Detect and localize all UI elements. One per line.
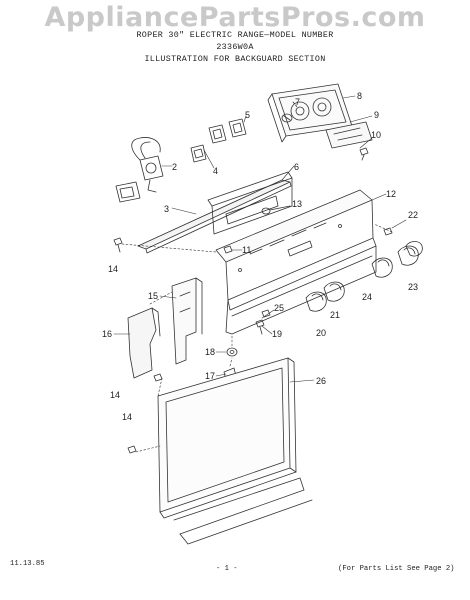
callout-6: 6 (294, 162, 299, 172)
callout-10: 10 (371, 130, 381, 140)
part-20-knob (305, 291, 327, 312)
part-4-switch (190, 144, 207, 163)
part-5-switches (208, 118, 247, 144)
part-16-end-cap (127, 307, 161, 379)
part-10-screw (359, 147, 369, 161)
part-22-screw (383, 227, 393, 236)
callout-7: 7 (295, 97, 300, 107)
part-24-knob (371, 257, 393, 278)
part-25-screw (261, 309, 271, 318)
callout-14-top: 14 (108, 264, 118, 274)
title-line-1: ROPER 30" ELECTRIC RANGE—MODEL NUMBER (136, 30, 334, 40)
part-19-screw (255, 319, 265, 335)
part-18-grommet (226, 347, 238, 357)
callout-16: 16 (102, 329, 112, 339)
part-13-clip (261, 205, 291, 215)
callout-18: 18 (205, 347, 215, 357)
callout-12: 12 (386, 189, 396, 199)
callout-11: 11 (242, 245, 251, 255)
callout-23: 23 (408, 282, 418, 292)
part-14-screw-lower (153, 373, 163, 382)
callout-9: 9 (374, 110, 379, 120)
part-9-nameplate (325, 121, 373, 149)
callout-2: 2 (172, 162, 177, 172)
title-line-3: ILLUSTRATION FOR BACKGUARD SECTION (144, 54, 326, 64)
callout-17: 17 (205, 371, 215, 381)
part-2-switch-block (115, 181, 141, 203)
part-3-trim-strip (137, 179, 292, 254)
footer-page-number: - 1 - (216, 565, 238, 573)
callout-15: 15 (148, 291, 158, 301)
footer-date: 11.13.85 (10, 560, 45, 568)
footer-parts-list-note: (For Parts List See Page 2) (338, 565, 455, 573)
callout-14-low: 14 (122, 412, 132, 422)
part-23-knob (397, 245, 419, 266)
part-2-infinite-switch (131, 137, 164, 193)
callout-14-mid: 14 (110, 390, 120, 400)
callout-8: 8 (357, 91, 362, 101)
callout-5: 5 (245, 110, 250, 120)
part-8-timer-housing (267, 83, 353, 143)
callout-25: 25 (274, 303, 284, 313)
callout-21: 21 (330, 310, 340, 320)
callout-22: 22 (408, 210, 418, 220)
callout-19: 19 (272, 329, 282, 339)
part-21-knob (323, 281, 345, 302)
part-7-knob (281, 113, 293, 123)
callout-20: 20 (316, 328, 326, 338)
part-26-back-panel (157, 357, 313, 545)
model-number: 2336W0A (216, 42, 254, 52)
part-23-knob-2 (405, 241, 423, 257)
part-14-screw-top (113, 237, 123, 253)
part-14-screw-bottom (127, 445, 137, 454)
part-15-end-bracket (171, 277, 203, 365)
watermark: AppliancePartsPros.com (44, 2, 426, 33)
callout-24: 24 (362, 292, 372, 302)
callout-13: 13 (292, 199, 302, 209)
part-11-screw (223, 245, 233, 254)
callout-4: 4 (213, 166, 218, 176)
part-6-trim (207, 171, 293, 235)
callout-3: 3 (164, 204, 169, 214)
callout-26: 26 (316, 376, 326, 386)
part-12-console-panel (215, 189, 377, 335)
